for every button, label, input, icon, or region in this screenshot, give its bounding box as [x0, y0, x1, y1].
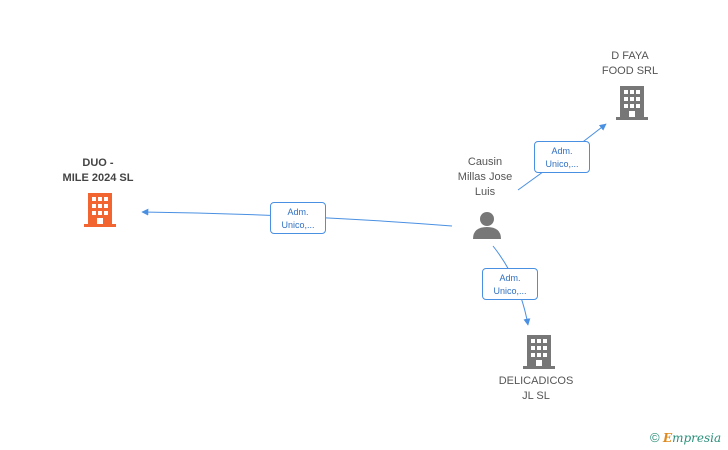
empresia-logo-text: mpresia [672, 431, 722, 445]
edge-label-to-duo[interactable]: Adm. Unico,... [270, 202, 326, 234]
building-icon-dfaya[interactable] [616, 86, 648, 120]
edge-label-to-delicadicos[interactable]: Adm. Unico,... [482, 268, 538, 300]
building-icon-duo[interactable] [84, 193, 116, 227]
edge-label-to-dfaya-line-2: Unico,... [545, 159, 579, 169]
company-duo-label[interactable]: DUO - MILE 2024 SL [48, 156, 148, 186]
company-dfaya-label[interactable]: D FAYA FOOD SRL [590, 49, 670, 79]
empresia-watermark: © Empresia [650, 430, 721, 445]
person-name-label: Causin Millas Jose Luis [445, 155, 525, 200]
edge-label-to-dfaya[interactable]: Adm. Unico,... [534, 141, 590, 173]
empresia-logo-initial: E [662, 431, 673, 445]
building-icon-delicadicos[interactable] [523, 335, 555, 369]
company-dfaya-line-1: D FAYA [611, 50, 649, 62]
edge-label-to-duo-line-2: Unico,... [281, 220, 315, 230]
company-dfaya-line-2: FOOD SRL [601, 65, 659, 77]
edge-label-to-delicadicos-line-1: Adm. [499, 273, 521, 283]
company-delicadicos-line-2: JL SL [522, 390, 550, 402]
company-delicadicos-label[interactable]: DELICADICOS JL SL [486, 374, 586, 404]
edge-label-to-duo-line-1: Adm. [287, 207, 309, 217]
edge-label-to-delicadicos-line-2: Unico,... [493, 286, 527, 296]
person-name-line-3: Luis [474, 186, 496, 198]
company-duo-line-2: MILE 2024 SL [62, 172, 134, 184]
company-duo-line-1: DUO - [82, 157, 114, 169]
person-name-line-1: Causin [467, 156, 503, 168]
person-icon[interactable] [472, 210, 502, 240]
copyright-symbol: © [650, 430, 660, 445]
person-name-line-2: Millas Jose [457, 171, 513, 183]
edge-label-to-dfaya-line-1: Adm. [551, 146, 573, 156]
company-delicadicos-line-1: DELICADICOS [498, 375, 574, 387]
